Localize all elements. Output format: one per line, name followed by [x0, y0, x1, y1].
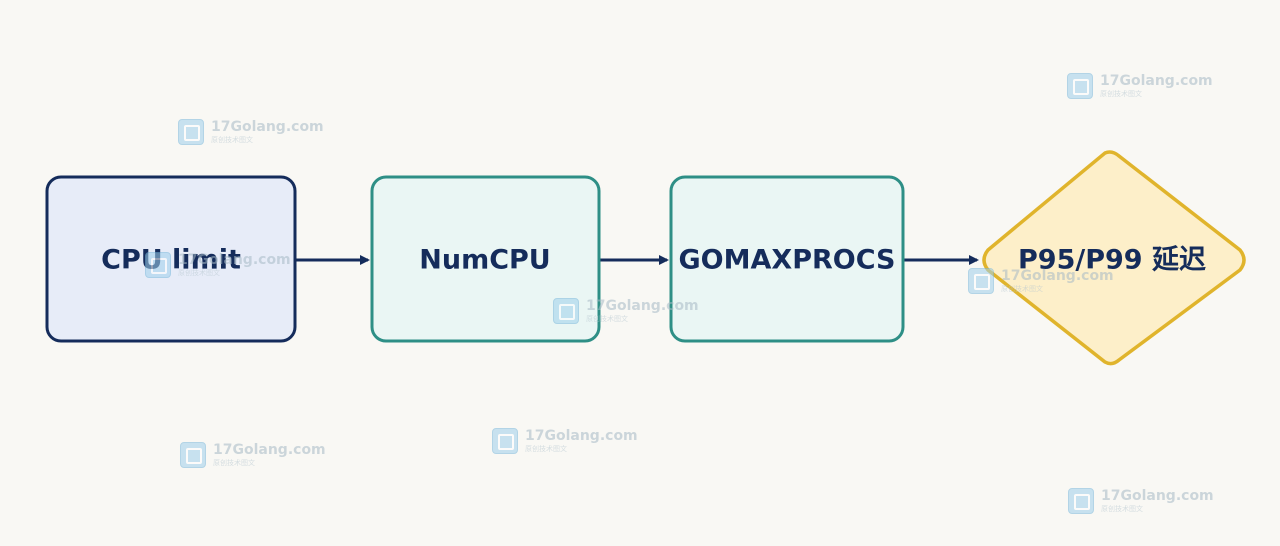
watermark-title: 17Golang.com [1001, 268, 1114, 284]
watermark-subtitle: 原创技术图文 [1101, 505, 1143, 513]
watermark-subtitle: 原创技术图文 [586, 315, 628, 323]
watermark-logo: 17Golang.com 原创技术图文 [553, 298, 699, 324]
watermark-icon [492, 428, 518, 454]
node-gomaxprocs-label: GOMAXPROCS [679, 245, 896, 276]
watermark-icon [145, 252, 171, 278]
node-gomaxprocs: GOMAXPROCS [669, 175, 905, 343]
watermark-title: 17Golang.com [1100, 73, 1213, 89]
node-gomaxprocs-box [669, 175, 905, 343]
watermark-logo: 17Golang.com 原创技术图文 [1068, 488, 1214, 514]
watermark-icon [1068, 488, 1094, 514]
node-latency-label: P95/P99 延迟 [1018, 245, 1206, 276]
watermark-icon [553, 298, 579, 324]
watermark-subtitle: 原创技术图文 [211, 136, 253, 144]
watermark-subtitle: 原创技术图文 [1001, 285, 1043, 293]
node-numcpu-box [370, 175, 601, 343]
watermark-title: 17Golang.com [211, 119, 324, 135]
watermark-title: 17Golang.com [213, 442, 326, 458]
watermark-title: 17Golang.com [586, 298, 699, 314]
node-cpu-limit-label: CPU limit [101, 245, 241, 276]
node-numcpu-label: NumCPU [419, 245, 550, 276]
watermark-subtitle: 原创技术图文 [1100, 90, 1142, 98]
watermark-logo: 17Golang.com 原创技术图文 [492, 428, 638, 454]
node-numcpu: NumCPU [370, 175, 601, 343]
watermark-icon [1067, 73, 1093, 99]
node-cpu-limit: CPU limit [45, 175, 297, 343]
watermark-subtitle: 原创技术图文 [525, 445, 567, 453]
watermark-logo: 17Golang.com 原创技术图文 [145, 252, 291, 278]
watermark-title: 17Golang.com [1101, 488, 1214, 504]
node-latency: P95/P99 延迟 [982, 150, 1246, 366]
watermark-subtitle: 原创技术图文 [178, 269, 220, 277]
watermark-logo: 17Golang.com 原创技术图文 [1067, 73, 1213, 99]
watermark-logo: 17Golang.com 原创技术图文 [968, 268, 1114, 294]
node-cpu-limit-box [45, 175, 297, 343]
watermark-title: 17Golang.com [525, 428, 638, 444]
watermark-logo: 17Golang.com 原创技术图文 [180, 442, 326, 468]
watermark-icon [178, 119, 204, 145]
watermark-title: 17Golang.com [178, 252, 291, 268]
watermark-icon [180, 442, 206, 468]
node-latency-diamond [982, 150, 1246, 366]
watermark-subtitle: 原创技术图文 [213, 459, 255, 467]
watermark-icon [968, 268, 994, 294]
watermark-logo: 17Golang.com 原创技术图文 [178, 119, 324, 145]
